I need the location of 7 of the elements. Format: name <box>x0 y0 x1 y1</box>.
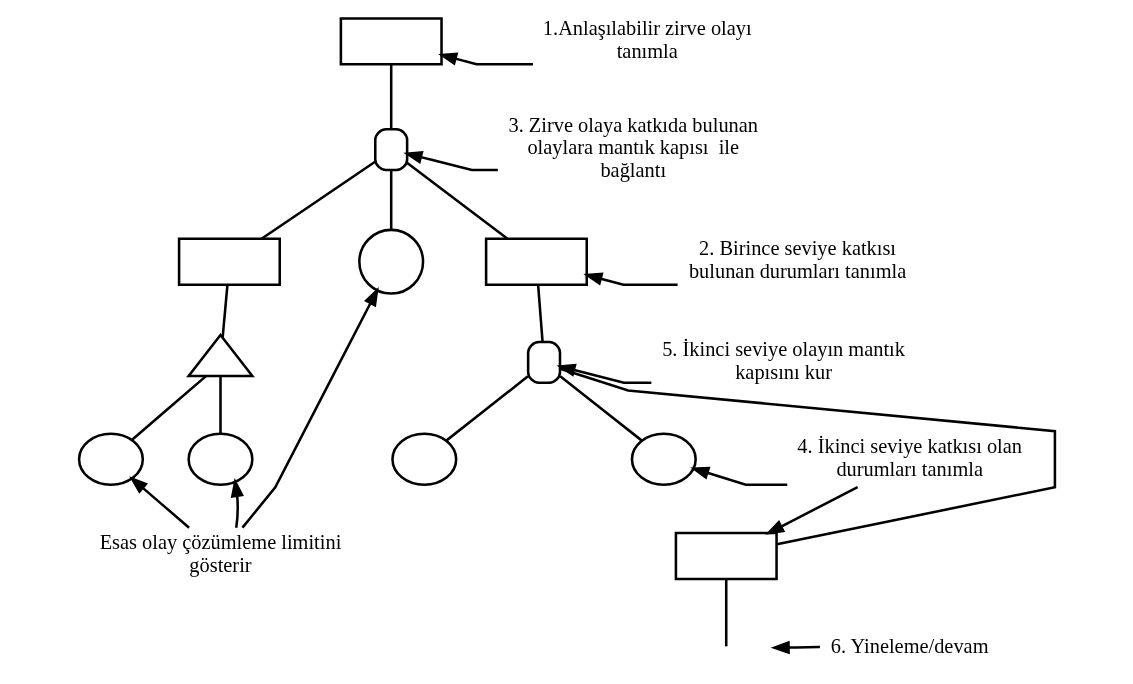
node-text: 3. Zirve olaya katkıda bulunan olaylara mantık kapısı ile bağlantı <box>507 113 758 182</box>
node-text: Esas olay çözümleme limitini gösterir <box>99 531 341 577</box>
node-text: 2. Birince seviye katkısı bulunan durumları tanımla <box>688 237 906 283</box>
node-text: 5. İkinci seviye olayın mantık kapısını kur <box>661 337 905 383</box>
node-text: 1.Anlaşılabilir zirve olayı tanımla <box>542 16 752 62</box>
node-text: 6. Yineleme/devam <box>830 634 989 657</box>
node-text: 4. İkinci seviye katkısı olan durumları tanımla <box>796 434 1022 480</box>
